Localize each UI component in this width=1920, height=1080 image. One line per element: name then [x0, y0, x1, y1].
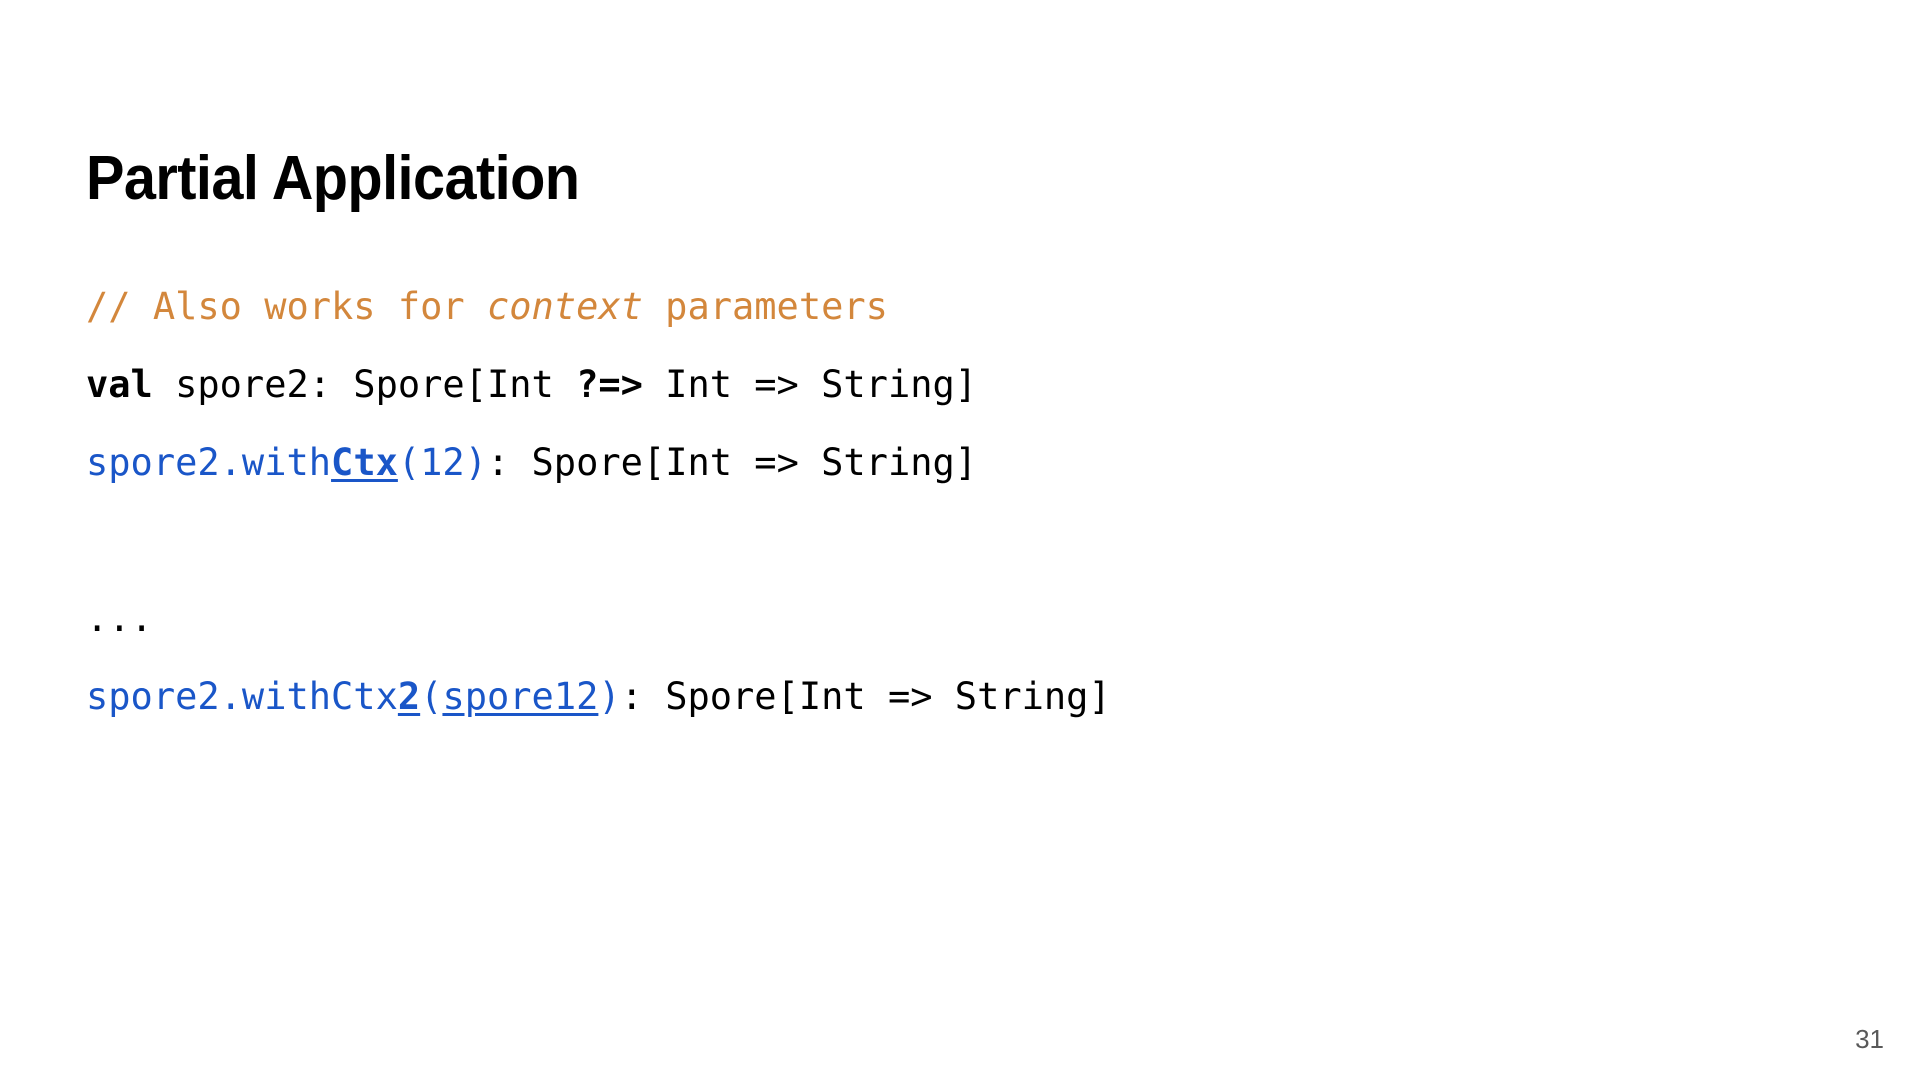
code-line: ... [86, 580, 1111, 658]
code-token: spore2: Spore[Int [152, 363, 577, 406]
code-token: parameters [642, 285, 888, 328]
code-token: ) [598, 675, 621, 718]
code-token: spore2.with [86, 441, 332, 484]
page-title: Partial Application [86, 143, 580, 213]
code-token: // Also works for [86, 285, 487, 328]
code-token: ( [420, 675, 443, 718]
code-line: spore2.withCtx2(spore12): Spore[Int => S… [86, 658, 1111, 736]
code-token: : Spore[Int => String] [620, 675, 1111, 718]
code-token: ?=> [576, 363, 643, 406]
code-token: val [86, 363, 153, 406]
code-token[interactable]: 2 [397, 675, 421, 718]
code-line: spore2.withCtx(12): Spore[Int => String] [86, 424, 1111, 502]
code-token: ... [86, 597, 153, 640]
code-token: spore2.withCtx [86, 675, 398, 718]
code-line [86, 502, 1111, 580]
code-line: // Also works for context parameters [86, 268, 1111, 346]
page-number: 31 [1855, 1024, 1884, 1054]
code-token: : Spore[Int => String] [486, 441, 978, 484]
code-token[interactable]: Ctx [331, 441, 398, 484]
code-token[interactable]: spore12 [442, 675, 599, 718]
code-token: context [486, 285, 643, 328]
code-token: (12) [397, 441, 487, 484]
code-line: val spore2: Spore[Int ?=> Int => String] [86, 346, 1111, 424]
code-token: Int => String] [642, 363, 978, 406]
